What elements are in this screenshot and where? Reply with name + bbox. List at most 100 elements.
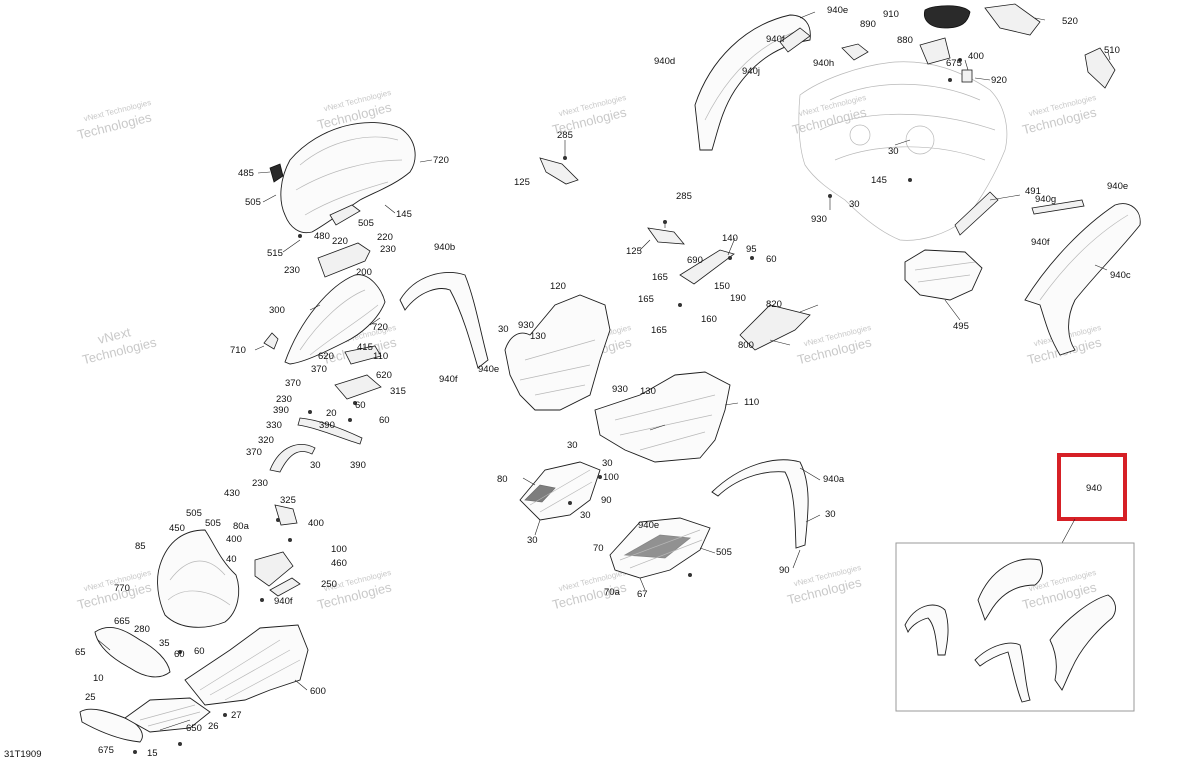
diagram-code: 31T1909 bbox=[4, 749, 42, 760]
callout-label: 480 bbox=[314, 231, 330, 242]
callout-label: 940f bbox=[274, 596, 293, 607]
callout-label: 930 bbox=[518, 320, 534, 331]
inset-frame bbox=[895, 542, 1135, 712]
callout-label: 125 bbox=[514, 177, 530, 188]
callout-label: 940a bbox=[823, 474, 845, 485]
callout-label: 890 bbox=[860, 19, 876, 30]
callout-label: 30 bbox=[888, 146, 899, 157]
callout-label: 940d bbox=[654, 56, 675, 67]
callout-label: 95 bbox=[746, 244, 757, 255]
callout-label: 40 bbox=[226, 554, 237, 565]
callout-label: 495 bbox=[953, 321, 969, 332]
callout-label: 80 bbox=[497, 474, 508, 485]
callout-label: 770 bbox=[114, 583, 130, 594]
callout-label: 650 bbox=[186, 723, 202, 734]
callout-label: 30 bbox=[567, 440, 578, 451]
callout-label: 940f bbox=[766, 34, 785, 45]
callout-label: 230 bbox=[276, 394, 292, 405]
callout-label: 940e bbox=[827, 5, 848, 16]
callout-label: 90 bbox=[779, 565, 790, 576]
callout-label: 485 bbox=[238, 168, 254, 179]
callout-label: 90 bbox=[601, 495, 612, 506]
callout-label: 690 bbox=[687, 255, 703, 266]
callout-label: 940b bbox=[434, 242, 455, 253]
callout-label: 60 bbox=[194, 646, 205, 657]
callout-label: 30 bbox=[527, 535, 538, 546]
callout-label: 415 bbox=[357, 342, 373, 353]
callout-label: 165 bbox=[638, 294, 654, 305]
callout-label: 710 bbox=[230, 345, 246, 356]
callout-label: 20 bbox=[326, 408, 337, 419]
callout-label: 15 bbox=[147, 748, 158, 759]
callout-label: 720 bbox=[433, 155, 449, 166]
callout-label: 520 bbox=[1062, 16, 1078, 27]
callout-label: 300 bbox=[269, 305, 285, 316]
callout-label: 30 bbox=[498, 324, 509, 335]
callout-label: 370 bbox=[311, 364, 327, 375]
callout-label: 100 bbox=[603, 472, 619, 483]
callout-label: 315 bbox=[390, 386, 406, 397]
front-fender-part bbox=[157, 529, 240, 628]
callout-label: 510 bbox=[1104, 45, 1120, 56]
callout-label: 505 bbox=[186, 508, 202, 519]
callout-label: 60 bbox=[379, 415, 390, 426]
callout-label: 370 bbox=[246, 447, 262, 458]
mud-pan-80-part bbox=[519, 461, 601, 521]
callout-label: 165 bbox=[651, 325, 667, 336]
callout-label: 230 bbox=[284, 265, 300, 276]
callout-label: 145 bbox=[396, 209, 412, 220]
highlight-box-940[interactable] bbox=[1057, 453, 1127, 521]
part-drawings bbox=[79, 3, 1141, 743]
callout-label: 505 bbox=[358, 218, 374, 229]
callout-label: 390 bbox=[319, 420, 335, 431]
callout-label: 910 bbox=[883, 9, 899, 20]
callout-label: 165 bbox=[652, 272, 668, 283]
callout-label: 100 bbox=[331, 544, 347, 555]
callout-label: 190 bbox=[730, 293, 746, 304]
callout-label: 10 bbox=[93, 673, 104, 684]
callout-label: 400 bbox=[226, 534, 242, 545]
callout-label: 110 bbox=[373, 351, 388, 362]
callout-label: 505 bbox=[245, 197, 261, 208]
callout-label: 80a bbox=[233, 521, 250, 532]
front-fascia-part bbox=[284, 274, 386, 365]
callout-label: 26 bbox=[208, 721, 219, 732]
callout-label: 65 bbox=[75, 647, 86, 658]
callout-labels: 910 940e 520 940f 890 880 675 400 510 94… bbox=[75, 5, 1131, 759]
panel-120-part bbox=[504, 294, 611, 411]
callout-label: 220 bbox=[332, 236, 348, 247]
callout-label: 320 bbox=[258, 435, 274, 446]
callout-label: 820 bbox=[766, 299, 782, 310]
callout-label: 800 bbox=[738, 340, 754, 351]
callout-label: 30 bbox=[849, 199, 860, 210]
callout-label: 940e bbox=[1107, 181, 1128, 192]
callout-label: 60 bbox=[766, 254, 777, 265]
callout-label: 370 bbox=[285, 378, 301, 389]
callout-label: 675 bbox=[98, 745, 114, 756]
callout-label: 400 bbox=[968, 51, 984, 62]
callout-940-highlight: 940 bbox=[1086, 483, 1102, 494]
callout-label: 940h bbox=[813, 58, 834, 69]
callout-label: 150 bbox=[714, 281, 730, 292]
callout-label: 110 bbox=[744, 397, 759, 408]
callout-label: 200 bbox=[356, 267, 372, 278]
callout-label: 85 bbox=[135, 541, 146, 552]
callout-label: 620 bbox=[376, 370, 392, 381]
callout-label: 505 bbox=[205, 518, 221, 529]
callout-label: 940j bbox=[742, 66, 760, 77]
callout-label: 940f bbox=[439, 374, 458, 385]
callout-label: 130 bbox=[640, 386, 656, 397]
callout-label: 30 bbox=[602, 458, 613, 469]
callout-label: 120 bbox=[550, 281, 566, 292]
floor-panel-110-part bbox=[594, 371, 731, 463]
callout-label: 280 bbox=[134, 624, 150, 635]
callout-label: 140 bbox=[722, 233, 738, 244]
callout-label: 60 bbox=[355, 400, 366, 411]
callout-label: 940f bbox=[1031, 237, 1050, 248]
callout-label: 390 bbox=[273, 405, 289, 416]
callout-label: 460 bbox=[331, 558, 347, 569]
fender-940c-part bbox=[1024, 203, 1141, 356]
callout-label: 30 bbox=[580, 510, 591, 521]
callout-label: 27 bbox=[231, 710, 242, 721]
front-bumper-part bbox=[94, 627, 171, 678]
